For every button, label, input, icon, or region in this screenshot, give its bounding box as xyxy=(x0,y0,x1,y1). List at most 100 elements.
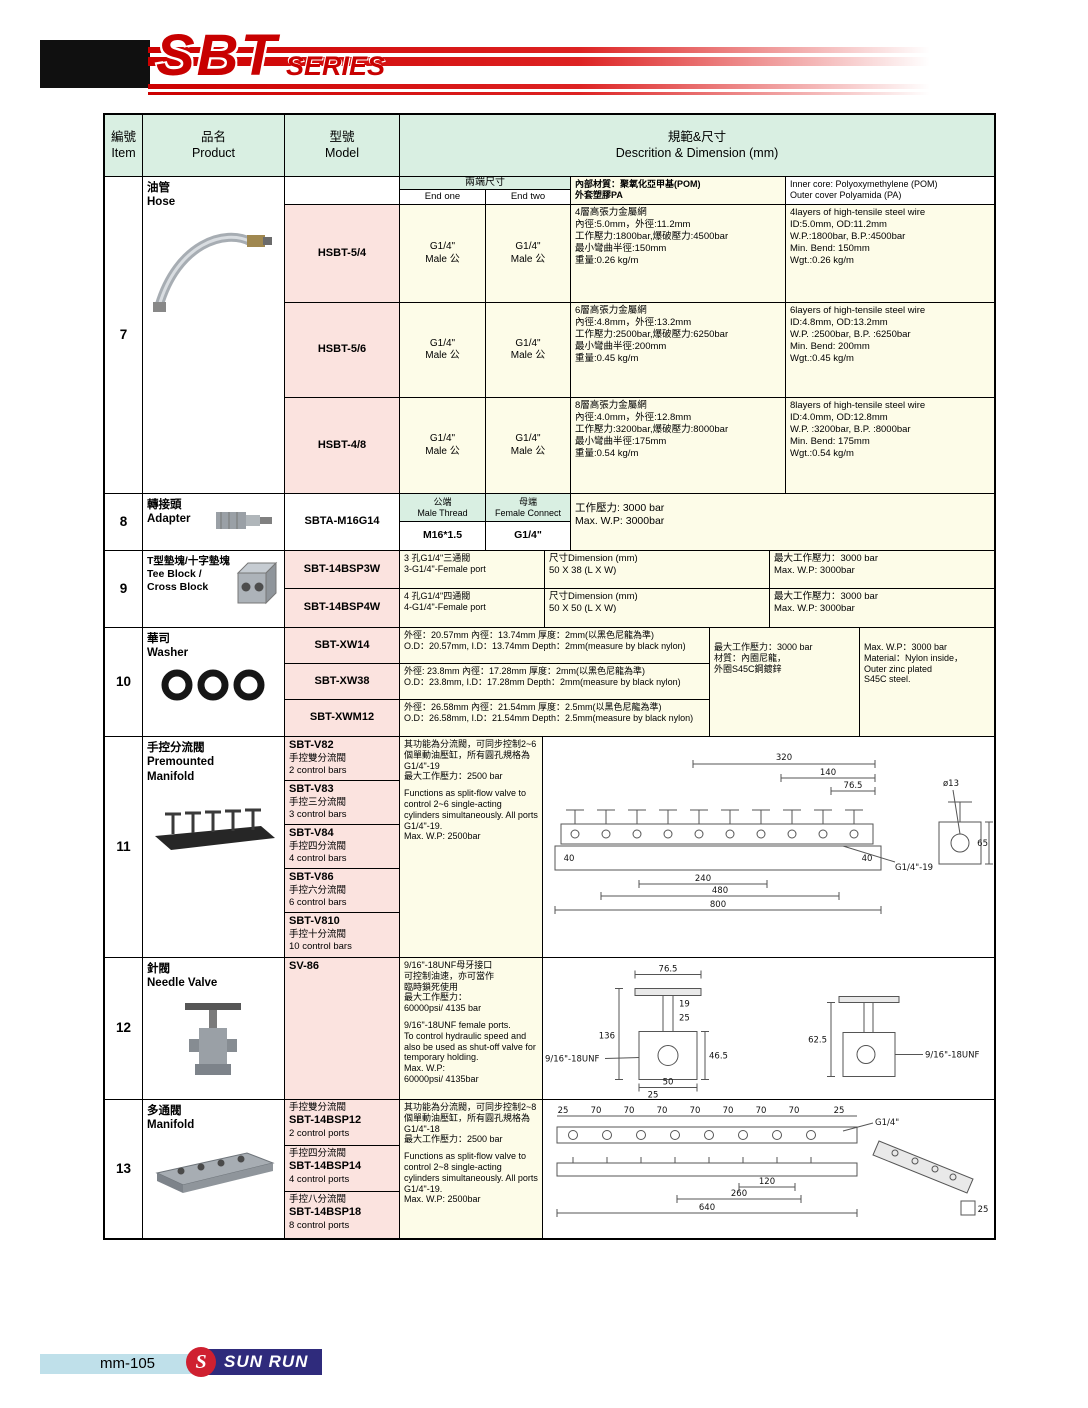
premounted-desc-zh: 其功能為分流閥，可同步控制2~6個單動油壓缸，所有圓孔規格為 G1/4"-19 … xyxy=(404,739,537,782)
hose-right-area: 兩端尺寸 End one End two 內部材質：聚氧化亞甲基(POM) 外套… xyxy=(285,177,994,493)
model-zh: 手控十分流閥 xyxy=(289,928,347,940)
hose-photo xyxy=(152,232,272,312)
header-stripe xyxy=(148,47,930,53)
premounted-product-name: 手控分流閥 Premounted Manifold xyxy=(147,742,215,783)
block-row-4W: SBT-14BSP4W 4 孔G1/4"四通閥 4-G1/4"-Female p… xyxy=(285,589,994,627)
dim-s6: 70 xyxy=(756,1106,767,1116)
premounted-model-0: SBT-V82 手控雙分流閥 2 control bars xyxy=(285,737,399,781)
washer-model-2: SBT-XWM12 xyxy=(285,700,400,736)
series-title-main: SBT xyxy=(156,23,278,88)
premounted-drawing: 320 140 76.5 xyxy=(554,753,993,914)
premounted-model-1: SBT-V83 手控三分流閥 3 control bars xyxy=(285,781,399,825)
block-item-number: 9 xyxy=(105,551,143,627)
model-zh: 手控八分流閥 xyxy=(289,1194,347,1205)
premounted-photo xyxy=(154,808,275,851)
manifold-drawing: 25 70 70 70 70 70 70 70 25 G1/4" xyxy=(556,1106,988,1217)
hose-row-HSBT-5-6: HSBT-5/6 G1/4" Male 公 G1/4" Male 公 6層高張力… xyxy=(285,303,994,398)
washer-spec-0: 外徑：20.57mm 內徑：13.74mm 厚度：2mm(以黑色尼龍為準) O.… xyxy=(400,628,710,663)
block-right-area: SBT-14BSP3W 3 孔G1/4"三通閥 3-G1/4"-Female p… xyxy=(285,551,994,627)
col-header-product: 品名 Product xyxy=(143,115,285,176)
dim-s4: 70 xyxy=(690,1106,701,1116)
dim-s7: 70 xyxy=(789,1106,800,1116)
dim-480: 480 xyxy=(712,886,728,896)
model-zh: 手控六分流閥 xyxy=(289,884,347,896)
hose-model-2: HSBT-4/8 xyxy=(285,398,400,493)
page-number: mm-105 xyxy=(100,1355,156,1372)
row-needle: 12 針閥 Needle Valve SV-86 9/16"-18UNF母牙接口… xyxy=(105,958,994,1100)
manifold-drawing-cell: 25 70 70 70 70 70 70 70 25 G1/4" xyxy=(543,1100,994,1238)
needle-desc-en: 9/16"-18UNF female ports. To control hyd… xyxy=(404,1019,536,1084)
manifold-model-0: 手控雙分流閥 SBT-14BSP12 2 control ports xyxy=(285,1100,399,1146)
premounted-model-2: SBT-V84 手控四分流閥 4 control bars xyxy=(285,825,399,869)
dim-19: 19 xyxy=(679,1000,690,1010)
manifold-item-number: 13 xyxy=(105,1100,143,1238)
hose-item-number: 7 xyxy=(105,177,143,493)
col-header-model: 型號 Model xyxy=(285,115,400,176)
logo-block xyxy=(40,40,150,88)
model-zh: 手控雙分流閥 xyxy=(289,752,347,764)
dim-120: 120 xyxy=(759,1177,775,1187)
dim-25: 25 xyxy=(679,1014,690,1024)
model-code: SBT-V82 xyxy=(289,739,334,751)
model-code: SBT-V84 xyxy=(289,827,334,839)
port-label: G1/4" xyxy=(875,1118,899,1128)
block-row-3W: SBT-14BSP3W 3 孔G1/4"三通閥 3-G1/4"-Female p… xyxy=(285,551,994,589)
model-code: SBT-V810 xyxy=(289,915,340,927)
series-title-sub: SERIES xyxy=(286,51,386,81)
col-header-item: 編號 Item xyxy=(105,115,143,176)
premounted-model-4: SBT-V810 手控十分流閥 10 control bars xyxy=(285,913,399,957)
needle-desc-zh: 9/16"-18UNF母牙接口 可控制油速，亦可當作 臨時鎖死使用 最大工作壓力… xyxy=(404,960,495,1014)
block-ports-1: 4 孔G1/4"四通閥 4-G1/4"-Female port xyxy=(400,589,545,627)
table-header-row: 編號 Item 品名 Product 型號 Model 規範&尺寸 Descri… xyxy=(105,115,994,177)
dim-s3: 70 xyxy=(657,1106,668,1116)
model-code: SBT-14BSP18 xyxy=(289,1205,362,1218)
dim-s8: 25 xyxy=(834,1106,845,1116)
row-block: 9 T型墊塊/十字墊塊 Tee Block / Cross Block SBT-… xyxy=(105,551,994,628)
washer-pressure-block: 最大工作壓力：3000 bar 材質：內圈尼龍， 外圈S45C鋼鍍鋅 Max. … xyxy=(710,628,994,736)
washer-row-1: SBT-XW38 外徑: 23.8mm 內徑：17.28mm 厚度：2mm(以黑… xyxy=(285,664,710,700)
washer-spec-1: 外徑: 23.8mm 內徑：17.28mm 厚度：2mm(以黑色尼龍為準) O.… xyxy=(400,664,710,699)
needle-drawing-cell: 76.5 19 25 136 46.5 9/16"-18UNF 50 25 62… xyxy=(543,958,994,1099)
sunrun-s-icon: S xyxy=(186,1347,216,1377)
manifold-model-1: 手控四分流閥 SBT-14BSP14 4 control ports xyxy=(285,1146,399,1192)
washer-right-area: SBT-XW14 外徑：20.57mm 內徑：13.74mm 厚度：2mm(以黑… xyxy=(285,628,994,736)
block-dimension-1: 尺寸Dimension (mm) 50 X 50 (L X W) xyxy=(545,589,770,627)
washer-row-0: SBT-XW14 外徑：20.57mm 內徑：13.74mm 厚度：2mm(以黑… xyxy=(285,628,710,664)
adapter-product-cell: 轉接頭 Adapter xyxy=(143,494,285,550)
adapter-spec: 工作壓力: 3000 bar Max. W.P: 3000bar xyxy=(571,494,994,550)
manifold-desc-en: Functions as split-flow valve to control… xyxy=(404,1151,538,1205)
washer-item-number: 10 xyxy=(105,628,143,736)
dim-65: 65 xyxy=(977,839,988,849)
model-zh: 手控四分流閥 xyxy=(289,840,347,852)
model-code: SBT-V83 xyxy=(289,783,334,795)
hose-spec-en-1: 6layers of high-tensile steel wire ID:4.… xyxy=(786,303,994,397)
manifold-model-2: 手控八分流閥 SBT-14BSP18 8 control ports xyxy=(285,1192,399,1238)
sunrun-s-letter: S xyxy=(195,1350,207,1373)
model-zh: 手控雙分流閥 xyxy=(289,1102,347,1113)
dim-76-5: 76.5 xyxy=(844,781,863,791)
hose-row-HSBT-4-8: HSBT-4/8 G1/4" Male 公 G1/4" Male 公 8層高張力… xyxy=(285,398,994,493)
row-hose: 7 油管 Hose 兩端尺寸 End one End two xyxy=(105,177,994,494)
manifold-desc-zh: 其功能為分流閥，可同步控制2~8個單動油壓缸，所有圓孔規格為 G1/4"-18 … xyxy=(404,1102,537,1145)
hose-material-en: Inner core: Polyoxymethylene (POM) Outer… xyxy=(790,179,938,200)
needle-desc-cell: 9/16"-18UNF母牙接口 可控制油速，亦可當作 臨時鎖死使用 最大工作壓力… xyxy=(400,958,543,1099)
adapter-male-value: M16*1.5 xyxy=(400,522,486,550)
hose-product-name: 油管 Hose xyxy=(147,182,176,209)
block-product-cell: T型墊塊/十字墊塊 Tee Block / Cross Block xyxy=(143,551,285,627)
dim-s2: 70 xyxy=(624,1106,635,1116)
model-zh: 手控三分流閥 xyxy=(289,796,347,808)
row-adapter: 8 轉接頭 Adapter SBTA-M16G14 公端 Male Thread… xyxy=(105,494,994,551)
hose-subheader: 兩端尺寸 End one End two 內部材質：聚氧化亞甲基(POM) 外套… xyxy=(285,177,994,205)
hose-ends-header: 兩端尺寸 End one End two xyxy=(400,177,571,204)
hose-model-0: HSBT-5/4 xyxy=(285,205,400,302)
block-photo xyxy=(236,561,277,605)
washer-photo xyxy=(161,669,264,701)
hose-end-one-label: End one xyxy=(400,190,486,204)
header-stripe xyxy=(148,57,930,66)
adapter-thread-cols: 公端 Male Thread 母端 Female Connect M16*1.5… xyxy=(400,494,571,550)
catalog-table: 編號 Item 品名 Product 型號 Model 規範&尺寸 Descri… xyxy=(103,113,996,1240)
hose-spec-en-2: 8layers of high-tensile steel wire ID:4.… xyxy=(786,398,994,493)
model-en: 6 control bars xyxy=(289,896,347,908)
needle-product-cell: 針閥 Needle Valve xyxy=(143,958,285,1099)
manifold-model-col: 手控雙分流閥 SBT-14BSP12 2 control ports 手控四分流… xyxy=(285,1100,400,1238)
